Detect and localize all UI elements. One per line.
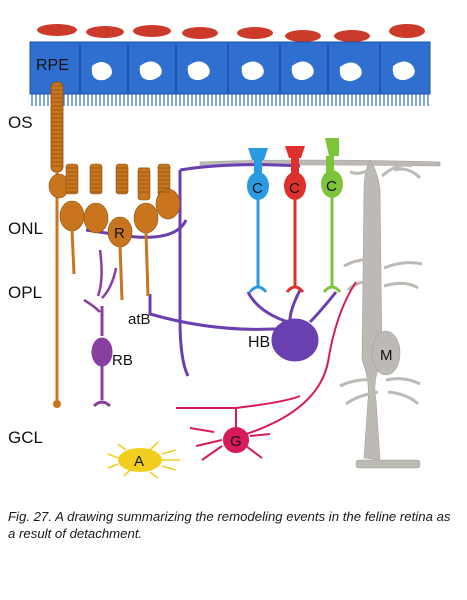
label-rod-bipolar: RB xyxy=(112,352,133,369)
cone-blue xyxy=(247,148,269,293)
rpe-caps xyxy=(37,24,425,42)
rods xyxy=(59,163,181,301)
label-atypical-bipolar: atB xyxy=(128,311,151,328)
label-rpe: RPE xyxy=(36,57,69,74)
label-cone-red: C xyxy=(289,180,300,197)
figure-caption: Fig. 27. A drawing summarizing the remod… xyxy=(8,509,451,541)
ganglion-cell xyxy=(176,281,357,461)
retina-diagram: RPE OS ONL OPL GCL C C C R RB atB HB M G… xyxy=(8,24,441,479)
label-os: OS xyxy=(8,113,33,132)
amacrine-cell xyxy=(107,441,180,479)
cone-red xyxy=(284,146,306,293)
rod-bipolar-cell xyxy=(83,249,118,408)
label-opl: OPL xyxy=(8,283,42,302)
label-horizontal: HB xyxy=(248,334,270,351)
rpe-layer xyxy=(29,41,431,106)
label-gcl: GCL xyxy=(8,428,43,447)
label-rod: R xyxy=(114,225,125,242)
label-cone-blue: C xyxy=(252,180,263,197)
label-ganglion: G xyxy=(230,433,242,450)
label-cone-green: C xyxy=(326,178,337,195)
label-amacrine: A xyxy=(134,453,144,470)
cone-green xyxy=(321,138,343,293)
label-muller: M xyxy=(380,347,393,364)
label-onl: ONL xyxy=(8,219,43,238)
rod-outer-segment xyxy=(48,81,70,408)
